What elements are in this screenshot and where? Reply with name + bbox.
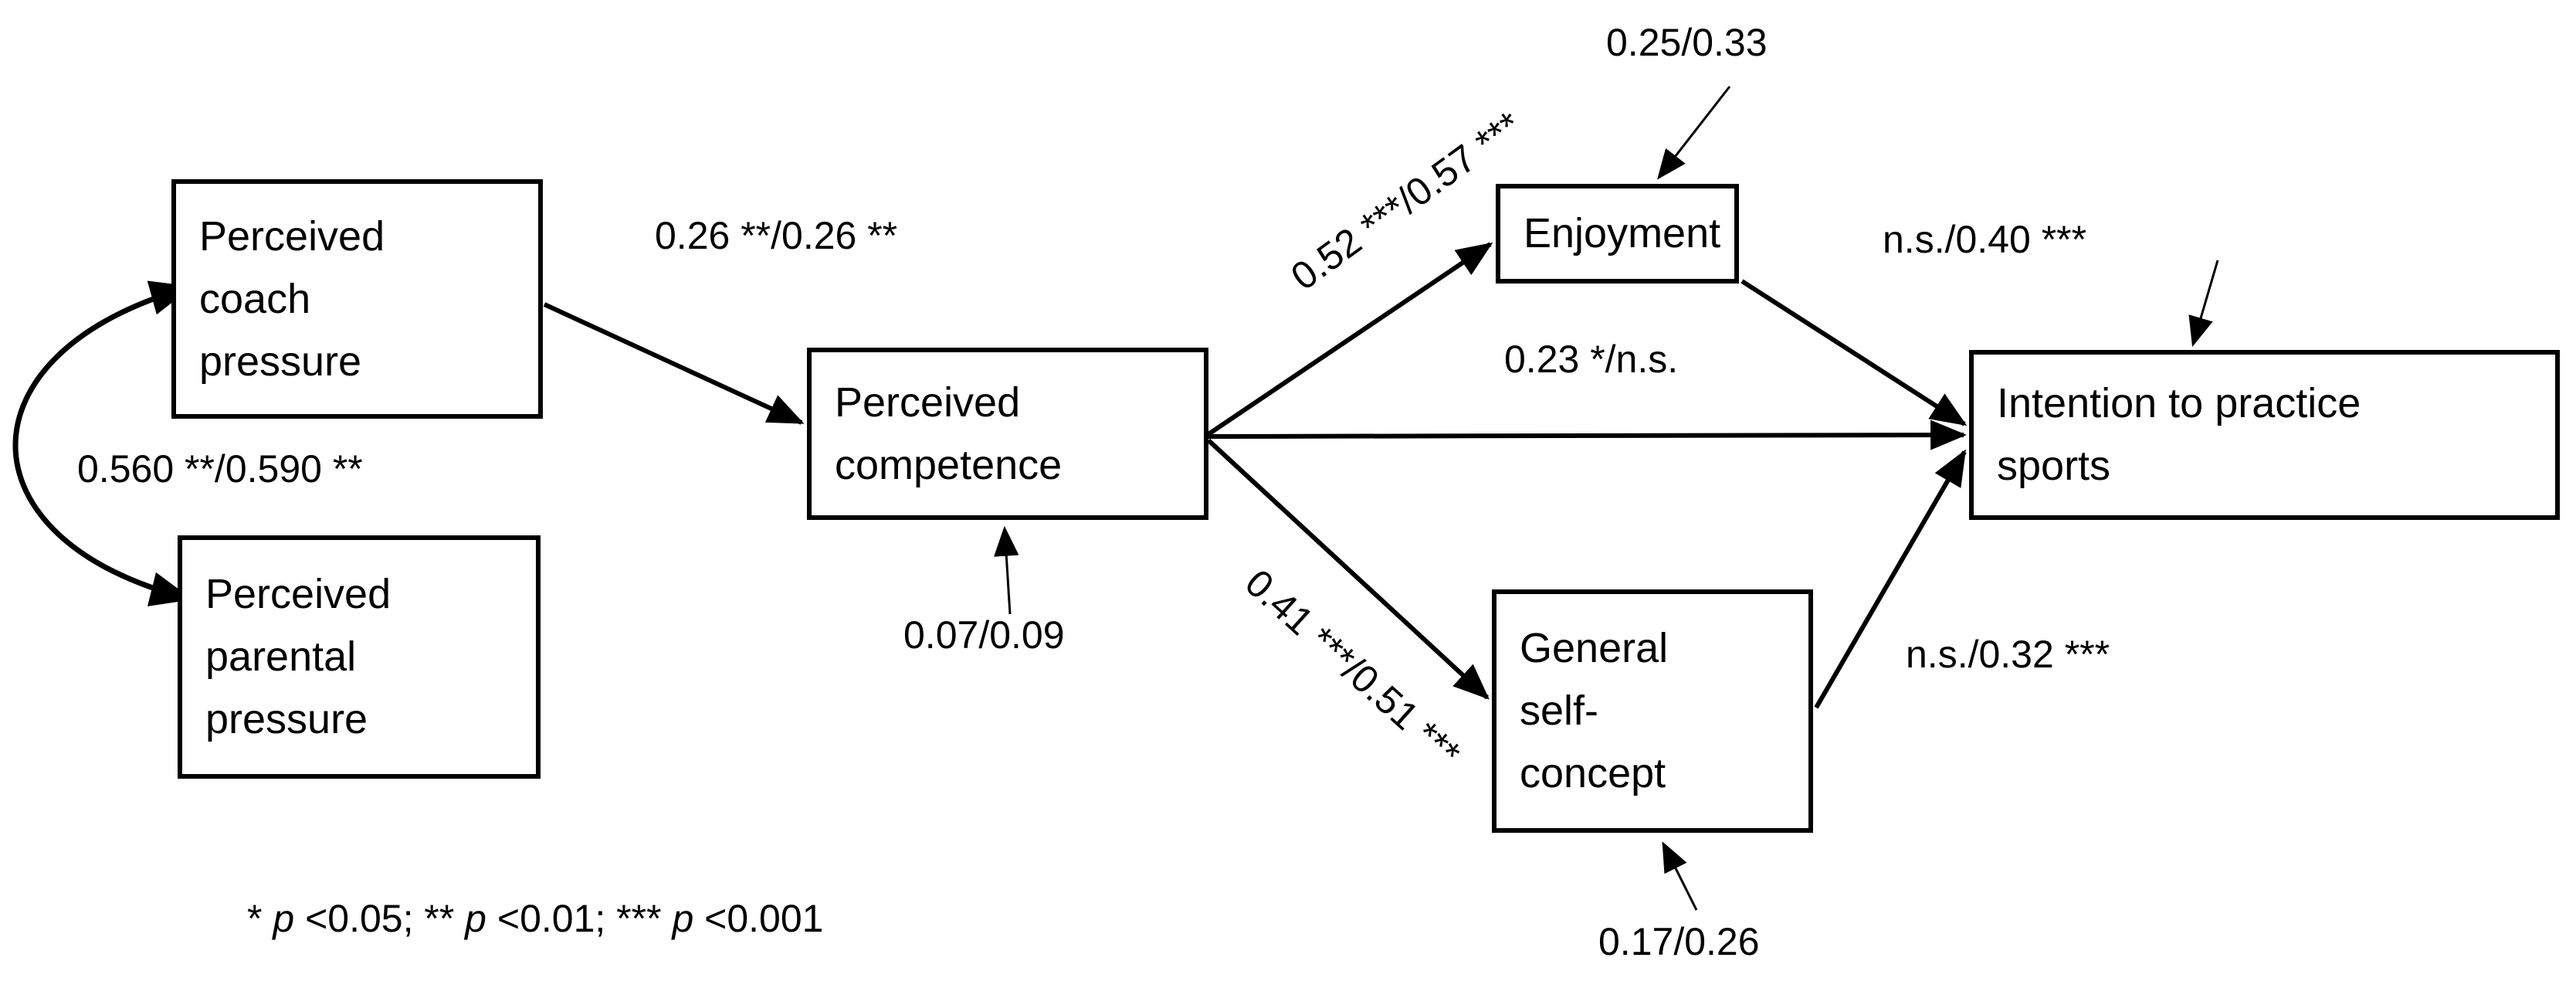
- arrow-coach-to-competence: [543, 302, 805, 425]
- node-general-self-concept: General self- concept: [1492, 589, 1813, 833]
- node-label-line: pressure: [199, 338, 362, 385]
- covariance-arc-coach-parental: [12, 280, 193, 606]
- variance-arrow-competence: [994, 525, 1019, 615]
- variance-label-competence: 0.07/0.09: [903, 613, 1065, 657]
- node-perceived-parental-pressure: Perceived parental pressure: [178, 535, 541, 779]
- node-enjoyment: Enjoyment: [1496, 184, 1739, 284]
- node-label-line: pressure: [205, 696, 368, 742]
- path-label-self-concept-to-intention: n.s./0.32 ***: [1906, 633, 2110, 676]
- node-intention-to-practice-sports: Intention to practice sports: [1969, 350, 2560, 520]
- path-label-competence-to-intention: 0.23 */n.s.: [1504, 338, 1679, 381]
- significance-footnote: * p <0.05; ** p <0.01; *** p <0.001: [247, 897, 824, 940]
- arrow-competence-to-self-concept: [1206, 438, 1490, 700]
- node-label-line: Intention to practice: [1997, 380, 2361, 426]
- node-label-line: Perceived: [835, 379, 1021, 426]
- arrow-self-concept-to-intention: [1814, 449, 1967, 709]
- node-label-line: Perceived: [205, 571, 391, 617]
- arrow-competence-to-enjoyment: [1207, 242, 1493, 436]
- node-perceived-coach-pressure: Perceived coach pressure: [171, 179, 543, 419]
- node-label-line: concept: [1520, 750, 1666, 796]
- variance-arrow-enjoyment: [1657, 86, 1731, 180]
- variance-arrow-self-concept: [1662, 841, 1698, 911]
- arrow-enjoyment-to-intention: [1740, 279, 1968, 426]
- path-label-coach-parental-covariance: 0.560 **/0.590 **: [77, 447, 363, 491]
- variance-label-self-concept: 0.17/0.26: [1598, 920, 1760, 963]
- node-label-line: General: [1520, 625, 1669, 671]
- node-label-line: Enjoyment: [1524, 210, 1721, 256]
- node-label-line: Perceived: [199, 212, 385, 260]
- variance-label-enjoyment: 0.25/0.33: [1606, 21, 1768, 64]
- arrow-competence-to-intention: [1208, 419, 1967, 450]
- node-label-line: self-: [1520, 688, 1599, 734]
- node-label-line: sports: [1997, 443, 2111, 489]
- node-perceived-competence: Perceived competence: [807, 348, 1208, 520]
- variance-arrow-intention: [2188, 260, 2219, 348]
- node-label-line: coach: [199, 275, 311, 322]
- node-label-line: parental: [205, 633, 357, 680]
- path-label-coach-to-competence: 0.26 **/0.26 **: [655, 214, 898, 257]
- node-label-line: competence: [835, 441, 1063, 488]
- path-label-enjoyment-to-intention: n.s./0.40 ***: [1883, 218, 2087, 261]
